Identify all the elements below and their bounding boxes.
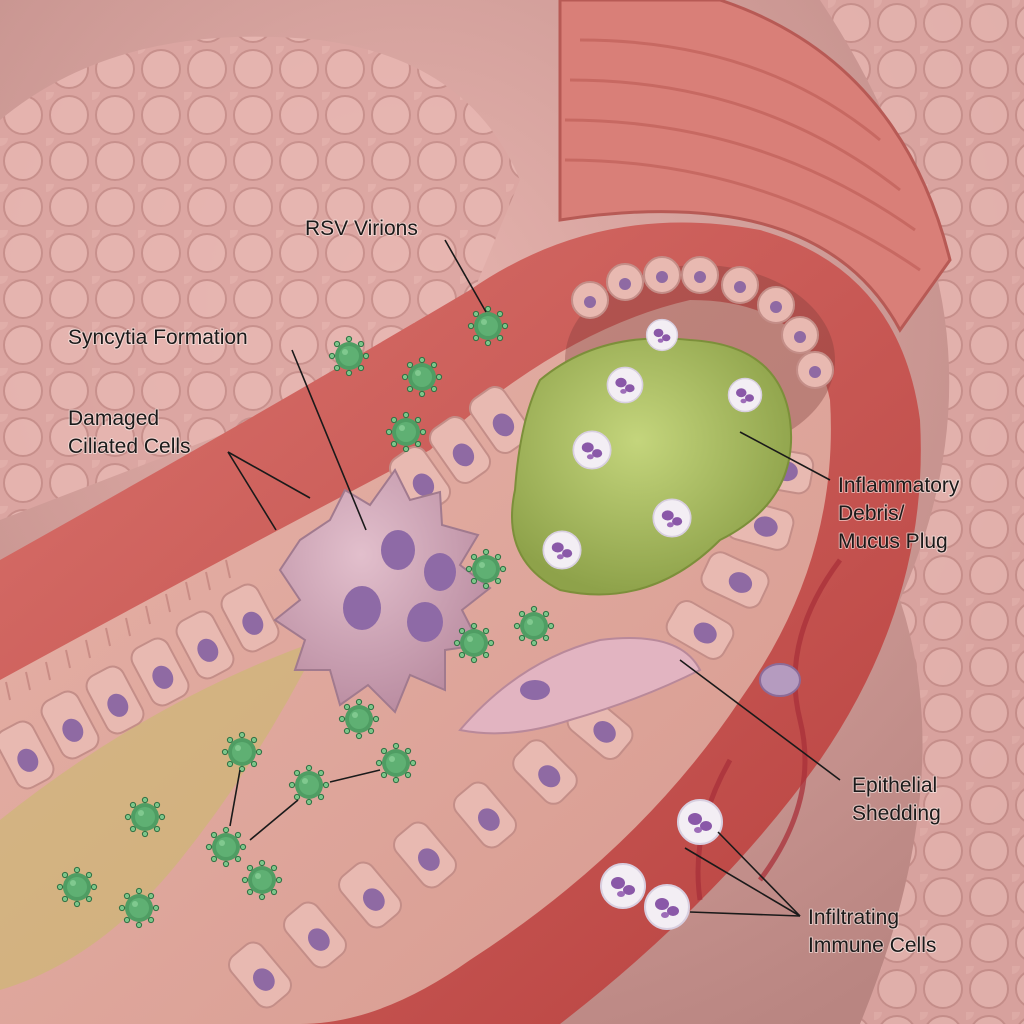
- label-damaged-ciliated-cells: Damaged Ciliated Cells: [68, 407, 191, 458]
- epithelium-ring-nuclei: [584, 271, 821, 378]
- label-epithelial-shedding: Epithelial Shedding: [852, 774, 943, 825]
- label-rsv-virions: RSV Virions: [305, 217, 418, 240]
- vessel-immune-cell: [759, 663, 801, 697]
- label-inflammatory-debris: Inflammatory Debris/ Mucus Plug: [838, 474, 965, 553]
- lung-lobe-upper-left: [0, 36, 520, 520]
- leader-lines: [227, 239, 841, 917]
- mucus-plug: [511, 337, 793, 596]
- label-syncytia-formation: Syncytia Formation: [68, 326, 248, 349]
- cilia-upper: [5, 559, 231, 701]
- lung-lobe-right: [820, 0, 1024, 1024]
- shed-cell-nucleus: [520, 680, 550, 700]
- shed-epithelial-cells: [458, 637, 702, 735]
- airway-upper-segment: [558, 0, 952, 333]
- syncytium-nuclei: [343, 530, 456, 642]
- label-infiltrating-immune-cells: Infiltrating Immune Cells: [808, 906, 936, 957]
